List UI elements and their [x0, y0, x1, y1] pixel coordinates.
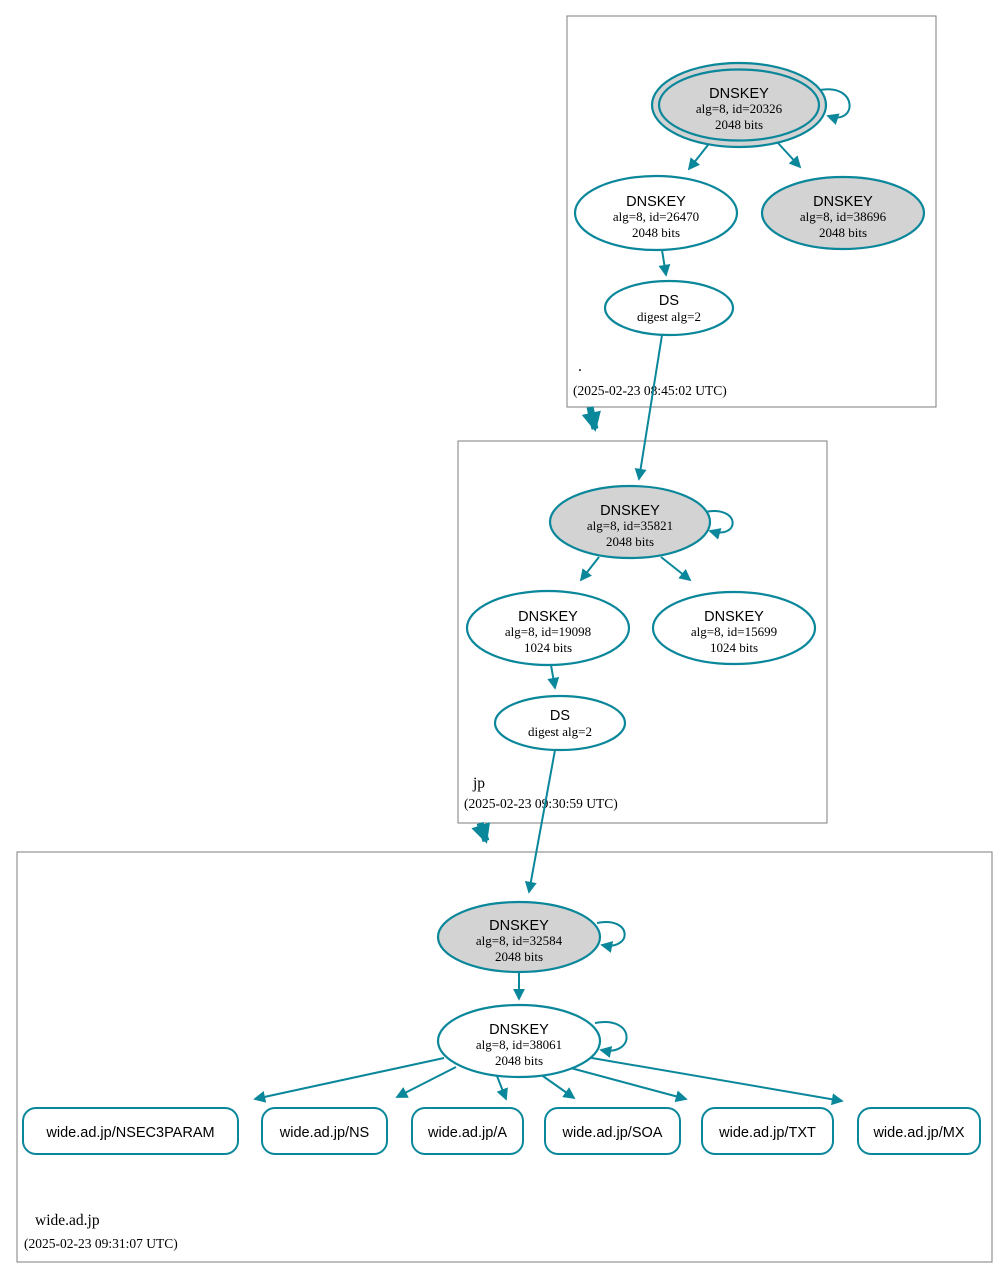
dnskey-38696-detail: alg=8, id=38696 [800, 209, 887, 224]
rrset-label-txt: wide.ad.jp/TXT [718, 1125, 816, 1141]
dnskey-15699-detail: alg=8, id=15699 [691, 624, 777, 639]
delegation-arrow-root-to-jp [581, 406, 601, 432]
edge-zsk38061-to-rrset-txt [566, 1066, 688, 1103]
delegation-arrow-jp-to-wide-ad-jp [471, 821, 491, 844]
dnskey-node-35821 [548, 484, 712, 560]
dnskey-19098-detail: alg=8, id=19098 [505, 624, 591, 639]
rrset-label-soa: wide.ad.jp/SOA [562, 1125, 663, 1141]
self-loop-zsk38061 [594, 1020, 628, 1058]
dnskey-19098-bits: 1024 bits [524, 640, 572, 655]
dnskey-node-19098 [465, 589, 631, 667]
dnskey-20326-title: DNSKEY [709, 86, 769, 102]
edge-ds-root-to-ksk35821 [634, 334, 663, 481]
rrset-box-txt [701, 1107, 834, 1155]
zone-box-root [566, 15, 937, 408]
self-loop-ksk35821 [704, 510, 734, 540]
zone-label-root: . [578, 358, 582, 375]
rrset-label-nsec3param: wide.ad.jp/NSEC3PARAM [45, 1125, 214, 1141]
rrset-box-mx [857, 1107, 981, 1155]
dnskey-node-20326-outer [650, 61, 828, 149]
dnskey-node-26470 [573, 174, 739, 252]
rrset-box-nsec3param [22, 1107, 239, 1155]
rrset-box-a [411, 1107, 524, 1155]
zone-box-wide-ad-jp [16, 851, 993, 1263]
dnskey-node-38696 [760, 175, 926, 251]
dnskey-32584-detail: alg=8, id=32584 [476, 933, 563, 948]
zone-timestamp-root: (2025-02-23 08:45:02 UTC) [573, 383, 727, 398]
edge-zsk19098-to-ds-jp [547, 664, 560, 690]
ds-node-root [603, 279, 735, 337]
dnskey-38061-bits: 2048 bits [495, 1053, 543, 1068]
rrset-box-soa [544, 1107, 681, 1155]
dnskey-26470-title: DNSKEY [626, 194, 686, 210]
edge-ds-jp-to-ksk32584 [524, 749, 556, 894]
dnskey-20326-bits: 2048 bits [715, 117, 763, 132]
zone-timestamp-wide-ad-jp: (2025-02-23 09:31:07 UTC) [24, 1236, 178, 1251]
zone-box-jp [457, 440, 828, 824]
ds-jp-title: DS [550, 708, 570, 724]
rrset-label-mx: wide.ad.jp/MX [872, 1125, 964, 1141]
dnskey-26470-detail: alg=8, id=26470 [613, 209, 699, 224]
dnskey-35821-title: DNSKEY [600, 503, 660, 519]
dnskey-19098-title: DNSKEY [518, 609, 578, 625]
edge-zsk38061-to-rrset-nsec3param [253, 1057, 445, 1103]
ds-root-title: DS [659, 293, 679, 309]
dnskey-38061-title: DNSKEY [489, 1022, 549, 1038]
dnskey-node-20326-inner [657, 68, 821, 142]
edge-ksk20326-to-sep38696 [777, 142, 802, 169]
edge-ksk35821-to-zsk15699 [660, 556, 692, 582]
edge-ksk20326-to-zsk26470 [687, 144, 709, 171]
edge-ksk35821-to-zsk19098 [579, 556, 600, 582]
ds-jp-detail: digest alg=2 [528, 724, 592, 739]
edge-zsk38061-to-rrset-ns [395, 1066, 457, 1098]
dnskey-35821-detail: alg=8, id=35821 [587, 518, 673, 533]
self-loop-ksk20326 [819, 88, 851, 125]
dnskey-node-32584 [436, 900, 602, 974]
dnskey-26470-bits: 2048 bits [632, 225, 680, 240]
edge-zsk38061-to-rrset-soa [539, 1073, 576, 1100]
edge-zsk26470-to-ds-root [658, 249, 671, 277]
dnskey-15699-title: DNSKEY [704, 609, 764, 625]
ds-root-detail: digest alg=2 [637, 309, 701, 324]
ds-node-jp [493, 694, 627, 752]
rrset-label-ns: wide.ad.jp/NS [279, 1125, 369, 1141]
dnskey-node-38061 [436, 1003, 602, 1079]
zone-timestamp-jp: (2025-02-23 09:30:59 UTC) [464, 796, 618, 811]
dnskey-20326-detail: alg=8, id=20326 [696, 101, 783, 116]
zone-label-jp: jp [472, 775, 485, 792]
dnskey-38061-detail: alg=8, id=38061 [476, 1037, 562, 1052]
edge-zsk38061-to-rrset-a [496, 1075, 508, 1101]
dnskey-35821-bits: 2048 bits [606, 534, 654, 549]
edge-zsk38061-to-rrset-mx [585, 1056, 844, 1106]
dnskey-node-15699 [651, 590, 817, 666]
self-loop-ksk32584 [596, 921, 626, 953]
rrset-box-ns [261, 1107, 388, 1155]
dnskey-32584-bits: 2048 bits [495, 949, 543, 964]
dnskey-15699-bits: 1024 bits [710, 640, 758, 655]
dnskey-38696-title: DNSKEY [813, 194, 873, 210]
rrset-label-a: wide.ad.jp/A [427, 1125, 507, 1141]
dnskey-32584-title: DNSKEY [489, 918, 549, 934]
dnskey-38696-bits: 2048 bits [819, 225, 867, 240]
zone-label-wide-ad-jp: wide.ad.jp [35, 1212, 100, 1229]
